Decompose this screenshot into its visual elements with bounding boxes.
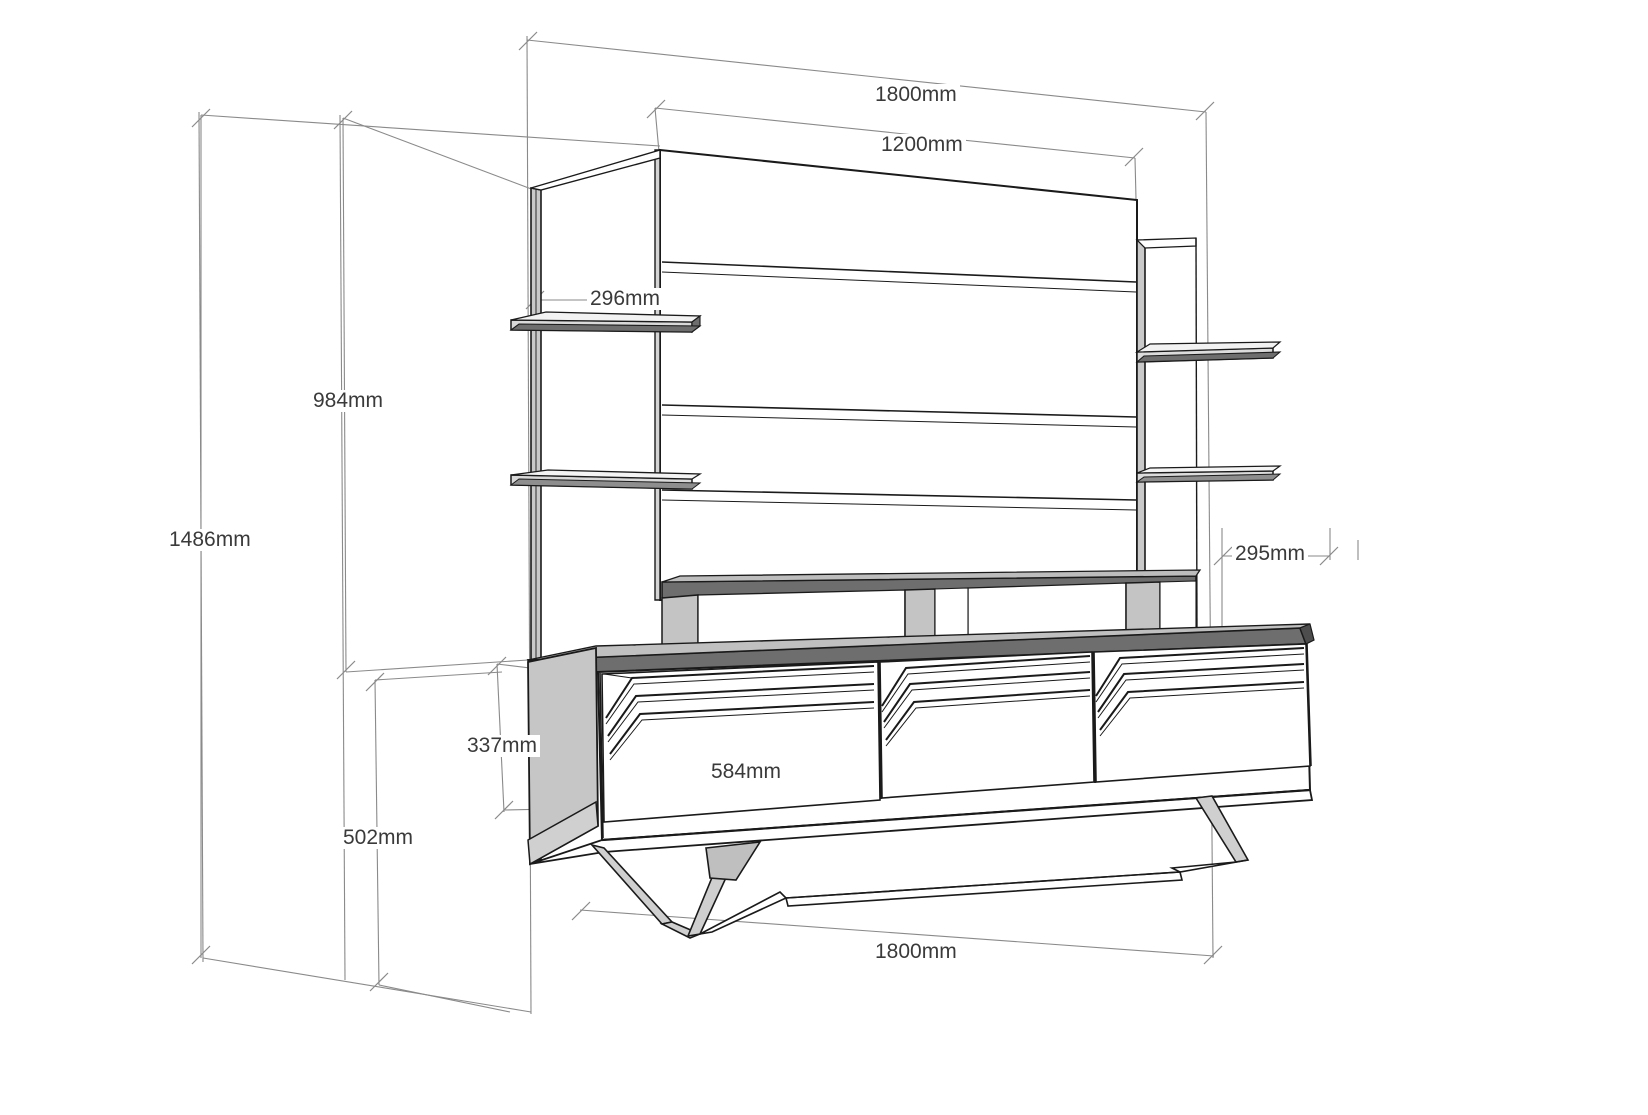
right-shelf-upper	[1134, 341, 1282, 363]
leader-1486-bottom	[202, 957, 532, 1013]
dim-label-shelf-depth-right: 295mm	[1232, 542, 1309, 566]
dim-label-cabinet-base-height: 502mm	[340, 826, 417, 850]
dim-1800-top	[518, 31, 1215, 121]
leg-right	[1169, 795, 1250, 873]
back-panel	[654, 148, 1138, 642]
cabinet-doors	[596, 642, 1312, 842]
right-shelf-lower	[1135, 465, 1282, 483]
ext-1200-left	[654, 107, 660, 153]
cabinet-door-2[interactable]	[879, 651, 1095, 799]
leader-1486-top	[200, 114, 661, 147]
dim-label-shelf-depth-left: 296mm	[587, 287, 664, 311]
dim-label-back-panel-width: 1200mm	[878, 133, 966, 157]
leader-984-top	[342, 117, 535, 191]
leader-502-bottom	[378, 984, 511, 1013]
dim-label-overall-height: 1486mm	[166, 528, 254, 552]
dim-label-overall-width-bottom: 1800mm	[872, 940, 960, 964]
left-shelf-lower	[509, 469, 703, 490]
dim-label-overall-width-top: 1800mm	[872, 83, 960, 107]
dim-1200	[646, 99, 1144, 167]
dim-label-cabinet-door-height: 337mm	[464, 734, 541, 758]
dim-label-cabinet-door-width: 584mm	[708, 760, 785, 784]
ext-line-984-left	[339, 114, 346, 981]
dim-1800-bottom	[571, 901, 1223, 965]
cabinet-door-3[interactable]	[1093, 643, 1311, 783]
dim-label-back-panel-height: 984mm	[310, 389, 387, 413]
legs	[589, 795, 1250, 939]
leader-502-top	[374, 671, 503, 681]
leader-984-bottom	[345, 659, 529, 673]
ext-line-1486-right	[1205, 111, 1214, 959]
left-shelf-upper	[509, 311, 702, 334]
cabinet-bottom	[529, 788, 1314, 865]
cabinet-left-side	[527, 646, 599, 866]
cabinet-door-1[interactable]	[601, 661, 881, 823]
leg-left	[589, 843, 703, 939]
